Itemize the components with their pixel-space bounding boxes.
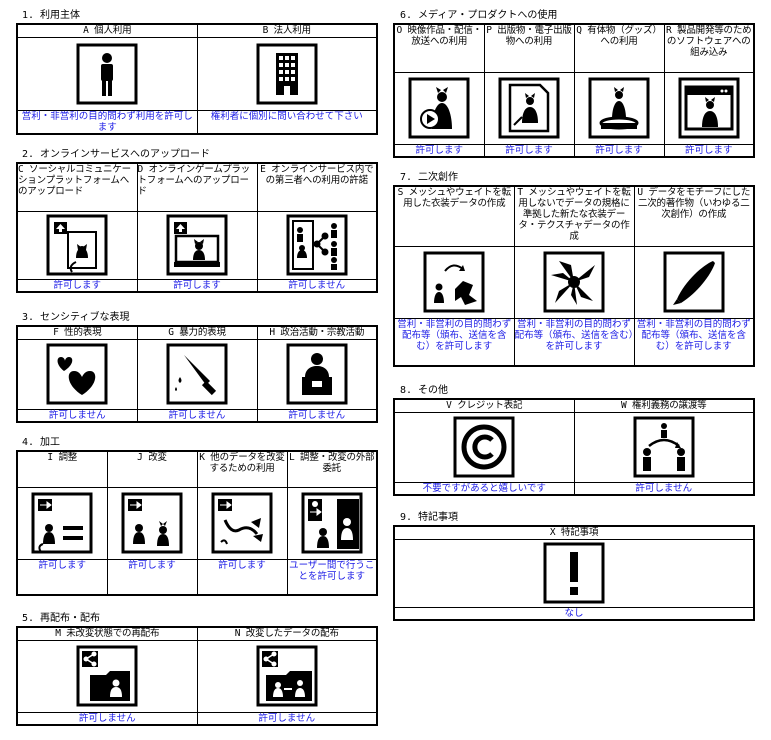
- publication-icon: [498, 77, 560, 139]
- license-table-notes: X 特記事項 なし: [393, 525, 755, 621]
- status-video: 許可します: [393, 143, 485, 157]
- label-game-upload: D オンラインゲームプラットフォームへのアップロード: [136, 162, 258, 212]
- status-software: 許可します: [663, 143, 755, 157]
- status-clothing: 営利・非営利の目的問わず配布等（頒布、送信を含む）を許可します: [393, 317, 515, 367]
- podium-icon: [286, 343, 348, 405]
- building-icon: [256, 43, 318, 104]
- label-software: R 製品開発等のためのソフトウェアへの組み込み: [663, 23, 755, 73]
- label-texture: T メッシュやウェイトを転用しないでデータの規格に準拠した新たな衣装データ・テク…: [513, 185, 635, 247]
- adjust-icon: [31, 492, 93, 554]
- label-special-notes: X 特記事項: [393, 525, 755, 540]
- label-sexual: F 性的表現: [16, 325, 138, 340]
- status-modify-other: 許可します: [196, 558, 288, 596]
- license-table-usage: A 個人利用 B 法人利用: [16, 23, 378, 135]
- status-goods: 許可します: [573, 143, 665, 157]
- status-violent: 許可しません: [136, 408, 258, 422]
- share-network-icon: [286, 214, 348, 276]
- texture-icon: [543, 251, 605, 313]
- license-table-sensitive: F 性的表現 G 暴力的表現 H 政治活動・宗教活動: [16, 325, 378, 423]
- label-distribute-modified: N 改変したデータの配布: [196, 626, 378, 641]
- distribute-modified-icon: [256, 645, 318, 707]
- status-political: 許可しません: [256, 408, 378, 422]
- license-table-redistribution: M 未改変状態での再配布 N 改変したデータの配布: [16, 626, 378, 726]
- upload-game-icon: [166, 214, 228, 276]
- label-credit: V クレジット表記: [393, 398, 575, 413]
- outsource-icon: [301, 492, 363, 554]
- section-title-upload: 2. オンラインサービスへのアップロード: [22, 149, 211, 160]
- section-title-notes: 9. 特記事項: [400, 512, 459, 523]
- license-table-media: O 映像作品・配信・放送への利用 P 出版物・電子出版物への利用 Q 有体物（グ…: [393, 23, 755, 158]
- upload-social-icon: [46, 214, 108, 276]
- hearts-icon: [46, 343, 108, 405]
- modify-icon: [121, 492, 183, 554]
- status-third-party-license: 許可しません: [256, 278, 378, 292]
- license-table-derivative: S メッシュやウェイトを転用した衣装データの作成 T メッシュやウェイトを転用し…: [393, 185, 755, 367]
- exclamation-icon: [543, 542, 605, 604]
- label-clothing: S メッシュやウェイトを転用した衣装データの作成: [393, 185, 515, 247]
- modify-other-icon: [211, 492, 273, 554]
- status-sexual: 許可しません: [16, 408, 138, 422]
- label-social-upload: C ソーシャルコミュニケーションプラットフォームへのアップロード: [16, 162, 138, 212]
- license-table-processing: I 調整 J 改変 K 他のデータを改変するための利用 L 調整・改変の外部委託: [16, 450, 378, 596]
- status-texture: 営利・非営利の目的問わず配布等（頒布、送信を含む）を許可します: [513, 317, 635, 367]
- section-title-derivative: 7. 二次創作: [400, 172, 459, 183]
- section-title-redistribution: 5. 再配布・配布: [22, 613, 101, 624]
- transfer-icon: [633, 416, 695, 478]
- label-video: O 映像作品・配信・放送への利用: [393, 23, 485, 73]
- status-publication: 許可します: [483, 143, 575, 157]
- label-corporate-use: B 法人利用: [196, 23, 378, 38]
- pen-icon: [663, 251, 725, 313]
- section-title-other: 8. その他: [400, 385, 449, 396]
- label-publication: P 出版物・電子出版物への利用: [483, 23, 575, 73]
- copyright-icon: [453, 416, 515, 478]
- label-personal-use: A 個人利用: [16, 23, 198, 38]
- status-redistribute: 許可しません: [16, 711, 198, 725]
- person-icon: [76, 43, 138, 104]
- label-adjust: I 調整: [16, 450, 108, 488]
- status-social-upload: 許可します: [16, 278, 138, 292]
- status-outsource: ユーザー間で行うことを許可します: [286, 558, 378, 596]
- section-title-processing: 4. 加工: [22, 437, 61, 448]
- goods-icon: [588, 77, 650, 139]
- label-redistribute: M 未改変状態での再配布: [16, 626, 198, 641]
- status-distribute-modified: 許可しません: [196, 711, 378, 725]
- license-table-upload: C ソーシャルコミュニケーションプラットフォームへのアップロード D オンライン…: [16, 162, 378, 293]
- section-title-usage: 1. 利用主体: [22, 10, 81, 21]
- status-modify: 許可します: [106, 558, 198, 596]
- section-title-media: 6. メディア・プロダクトへの使用: [400, 10, 558, 21]
- label-goods: Q 有体物（グッズ）への利用: [573, 23, 665, 73]
- software-icon: [678, 77, 740, 139]
- section-title-sensitive: 3. センシティブな表現: [22, 312, 130, 323]
- label-third-party-license: E オンラインサービス内での第三者への利用の許諾: [256, 162, 378, 212]
- status-corporate-use: 権利者に個別に問い合わせて下さい: [196, 109, 378, 134]
- knife-icon: [166, 343, 228, 405]
- redistribute-icon: [76, 645, 138, 707]
- license-table-other: V クレジット表記 W 権利義務の譲渡等 不要ですがあると嬉しいです 許可しませ…: [393, 398, 755, 496]
- label-rights-transfer: W 権利義務の譲渡等: [573, 398, 755, 413]
- status-special-notes: なし: [393, 606, 755, 620]
- label-modify-other: K 他のデータを改変するための利用: [196, 450, 288, 488]
- status-adjust: 許可します: [16, 558, 108, 596]
- label-modify: J 改変: [106, 450, 198, 488]
- status-rights-transfer: 許可しません: [573, 481, 755, 495]
- status-personal-use: 営利・非営利の目的問わず利用を許可します: [16, 109, 198, 134]
- video-icon: [408, 77, 470, 139]
- status-credit: 不要ですがあると嬉しいです: [393, 481, 575, 495]
- status-game-upload: 許可します: [136, 278, 258, 292]
- label-violent: G 暴力的表現: [136, 325, 258, 340]
- label-political: H 政治活動・宗教活動: [256, 325, 378, 340]
- clothing-icon: [423, 251, 485, 313]
- label-fan-work: U データをモチーフにした二次的著作物（いわゆる二次創作）の作成: [633, 185, 755, 247]
- status-fan-work: 営利・非営利の目的問わず配布等（頒布、送信を含む）を許可します: [633, 317, 755, 367]
- label-outsource: L 調整・改変の外部委託: [286, 450, 378, 488]
